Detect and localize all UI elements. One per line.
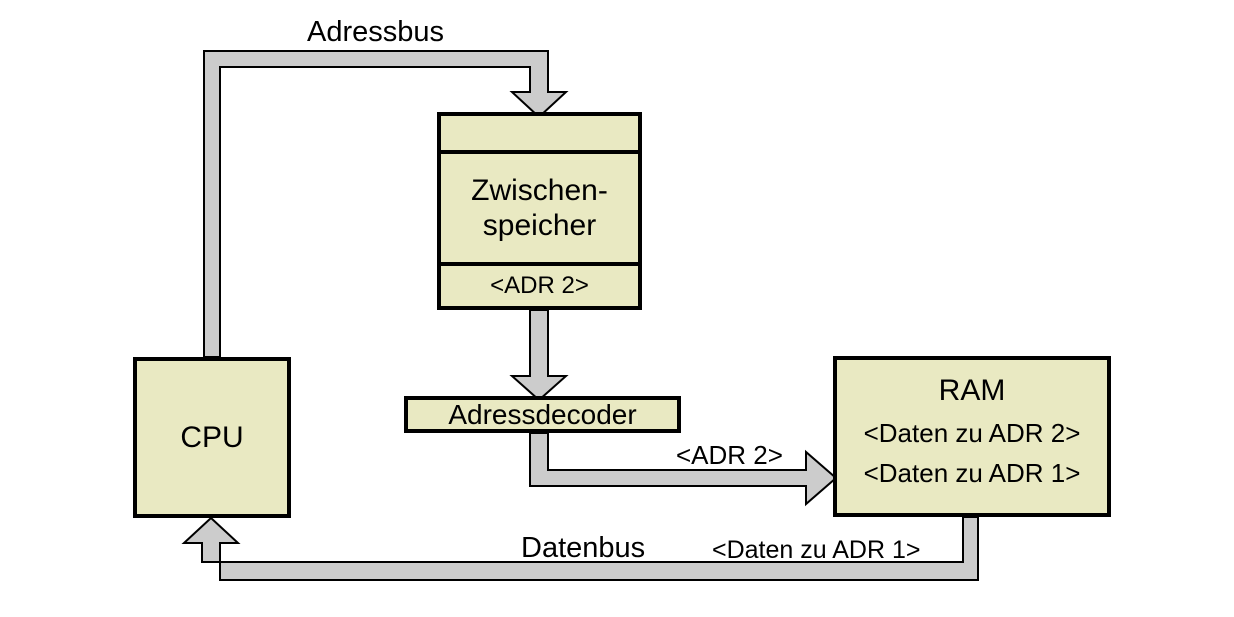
decoder-to-ram-label: <ADR 2> [676, 440, 783, 470]
node-cpu[interactable]: CPU [133, 357, 291, 518]
node-zwischenspeicher-top-segment [441, 116, 638, 154]
node-zwischenspeicher[interactable]: Zwischen- speicher <ADR 2> [437, 112, 642, 310]
node-ram-title: RAM [938, 374, 1006, 408]
node-ram-row: <Daten zu ADR 1> [863, 458, 1081, 489]
data-bus-label: Datenbus [521, 532, 646, 564]
node-zwischenspeicher-line1: Zwischen- [471, 173, 608, 207]
node-cpu-label: CPU [180, 420, 244, 454]
address-bus-label: Adressbus [307, 16, 445, 48]
node-ram-row: <Daten zu ADR 2> [863, 418, 1081, 449]
data-bus-payload-label: <Daten zu ADR 1> [712, 536, 921, 564]
node-adressdecoder-label: Adressdecoder [448, 398, 637, 430]
node-adressdecoder[interactable]: Adressdecoder [404, 396, 681, 433]
node-zwischenspeicher-name-segment: Zwischen- speicher [441, 154, 638, 266]
node-zwischenspeicher-value-segment: <ADR 2> [490, 271, 589, 299]
node-zwischenspeicher-line2: speicher [482, 209, 597, 242]
buffer-to-decoder-wire [509, 309, 569, 402]
address-bus-wire [203, 50, 569, 358]
decoder-to-ram-wire [529, 432, 838, 507]
data-bus-wire [181, 516, 979, 581]
node-ram[interactable]: RAM <Daten zu ADR 2> <Daten zu ADR 1> [833, 356, 1111, 517]
